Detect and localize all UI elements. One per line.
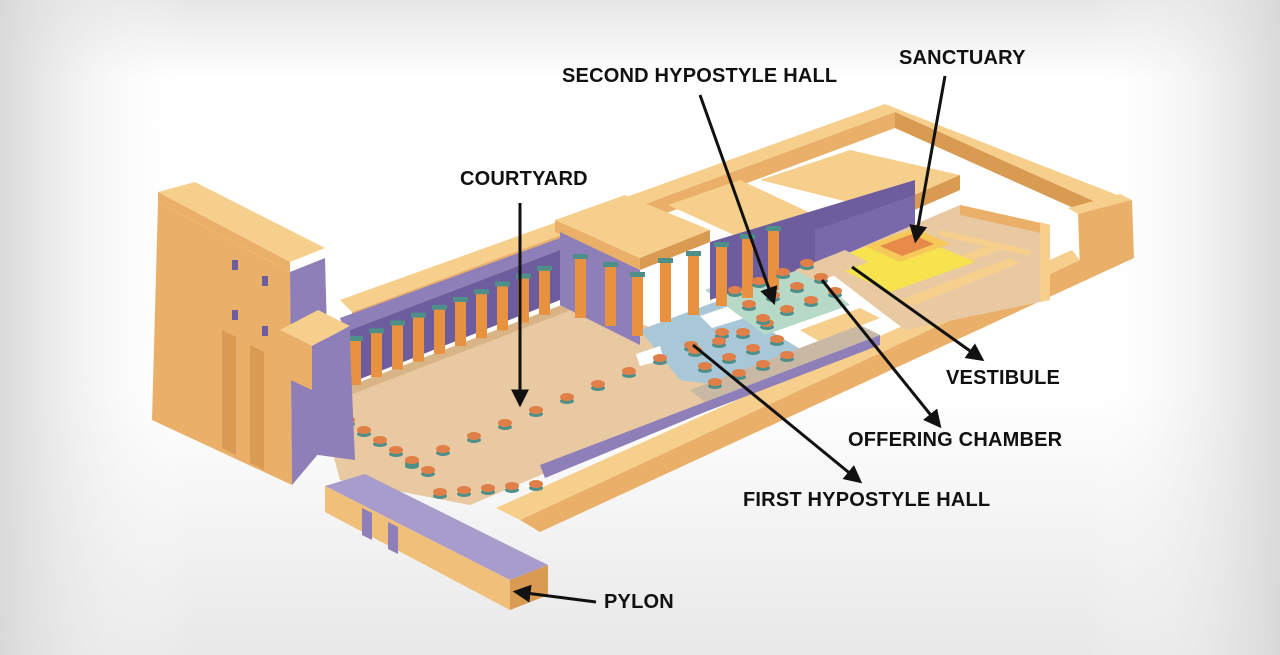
label-courtyard: COURTYARD [460, 168, 588, 190]
hall-column [632, 276, 643, 336]
courtyard-column-capital [369, 328, 384, 334]
first-hall-base [722, 353, 736, 361]
courtyard-front-base [436, 445, 450, 453]
label-sanctuary: SANCTUARY [899, 47, 1026, 69]
hall-column [742, 238, 753, 298]
courtyard-column-capital [390, 320, 405, 326]
courtyard-column [497, 285, 508, 331]
hall-column [688, 255, 699, 315]
second-hall-base [804, 296, 818, 304]
hall-column [716, 246, 727, 306]
arrow-sanctuary [909, 75, 947, 244]
pointer-arrows [511, 75, 985, 604]
courtyard-column [455, 301, 466, 346]
second-hall-base [776, 268, 790, 276]
courtyard-column-capital [495, 281, 510, 287]
courtyard-column-capital [348, 336, 363, 341]
label-vestibule: VESTIBULE [946, 367, 1060, 389]
courtyard-bottom-base [433, 488, 447, 496]
second-hall-base [752, 277, 766, 285]
first-hall-base [780, 351, 794, 359]
second-hall-base [800, 259, 814, 267]
arrow-offering-chamber [820, 279, 942, 429]
label-first-hypostyle-hall: FIRST HYPOSTYLE HALL [743, 489, 990, 511]
courtyard-side-base [357, 426, 371, 434]
hall-column-capital [630, 272, 645, 277]
labels: SECOND HYPOSTYLE HALL SANCTUARY COURTYAR… [460, 47, 1063, 613]
first-hall-base [736, 328, 750, 336]
hall-column-capital [766, 226, 781, 231]
arrow-pylon [512, 584, 597, 604]
first-hall-base [756, 360, 770, 368]
hall-column [575, 258, 586, 318]
label-offering-chamber: OFFERING CHAMBER [848, 429, 1063, 451]
arrow-first-hypostyle-hall [692, 343, 863, 484]
column-bases [341, 259, 842, 499]
courtyard-side-base [373, 436, 387, 444]
hall-column-capital [573, 254, 588, 259]
courtyard-bottom-base [505, 482, 519, 490]
second-hall-base [790, 282, 804, 290]
hall-column [660, 262, 671, 322]
first-hall-base [708, 378, 722, 386]
courtyard-front-base [498, 419, 512, 427]
second-hall-base [756, 314, 770, 322]
courtyard-column [392, 324, 403, 370]
courtyard-columns [348, 265, 552, 385]
courtyard-side-base [405, 456, 419, 464]
courtyard-column-capital [453, 297, 468, 302]
second-hall-base [742, 300, 756, 308]
courtyard-front-base [622, 367, 636, 375]
courtyard-column [518, 277, 529, 323]
courtyard-bottom-base [529, 480, 543, 488]
second-hall-base [780, 305, 794, 313]
courtyard-column [539, 269, 550, 315]
hall-column-capital [686, 251, 701, 256]
label-pylon: PYLON [604, 591, 674, 613]
second-hall-base [814, 273, 828, 281]
courtyard-column-capital [411, 312, 426, 318]
hall-column-capital [603, 262, 618, 267]
courtyard-column [350, 340, 361, 385]
second-hall-base [728, 286, 742, 294]
hall-front-columns [573, 226, 781, 336]
courtyard-column-capital [474, 289, 489, 295]
courtyard-side-base [421, 466, 435, 474]
hall-column [768, 230, 779, 290]
courtyard-front-base [591, 380, 605, 388]
courtyard-side-base [389, 446, 403, 454]
hall-column [605, 266, 616, 326]
first-hall-base [698, 362, 712, 370]
first-hall-base [770, 335, 784, 343]
courtyard-column [371, 332, 382, 378]
hall-column-capital [714, 242, 729, 247]
first-hall-base [712, 337, 726, 345]
courtyard-front-base [653, 354, 667, 362]
first-hall-base [746, 344, 760, 352]
courtyard-front-base [529, 406, 543, 414]
courtyard-column-capital [537, 265, 552, 271]
first-hall-base [732, 369, 746, 377]
hall-column-capital [658, 258, 673, 263]
courtyard-column-capital [516, 273, 531, 279]
sanctuary-complex [795, 205, 1050, 342]
arrow-second-hypostyle-hall [698, 94, 778, 306]
courtyard-front-base [715, 328, 729, 336]
label-second-hypostyle-hall: SECOND HYPOSTYLE HALL [562, 65, 837, 87]
courtyard-bottom-base [481, 484, 495, 492]
arrow-vestibule [851, 265, 985, 362]
hall-column-capital [740, 234, 755, 239]
courtyard-front-base [467, 432, 481, 440]
courtyard-column [476, 293, 487, 339]
courtyard-column [434, 308, 445, 354]
courtyard-front-base [560, 393, 574, 401]
courtyard-column-capital [432, 304, 447, 310]
main-pylon-tower [152, 182, 355, 485]
courtyard-column [413, 316, 424, 362]
courtyard-bottom-base [457, 486, 471, 494]
